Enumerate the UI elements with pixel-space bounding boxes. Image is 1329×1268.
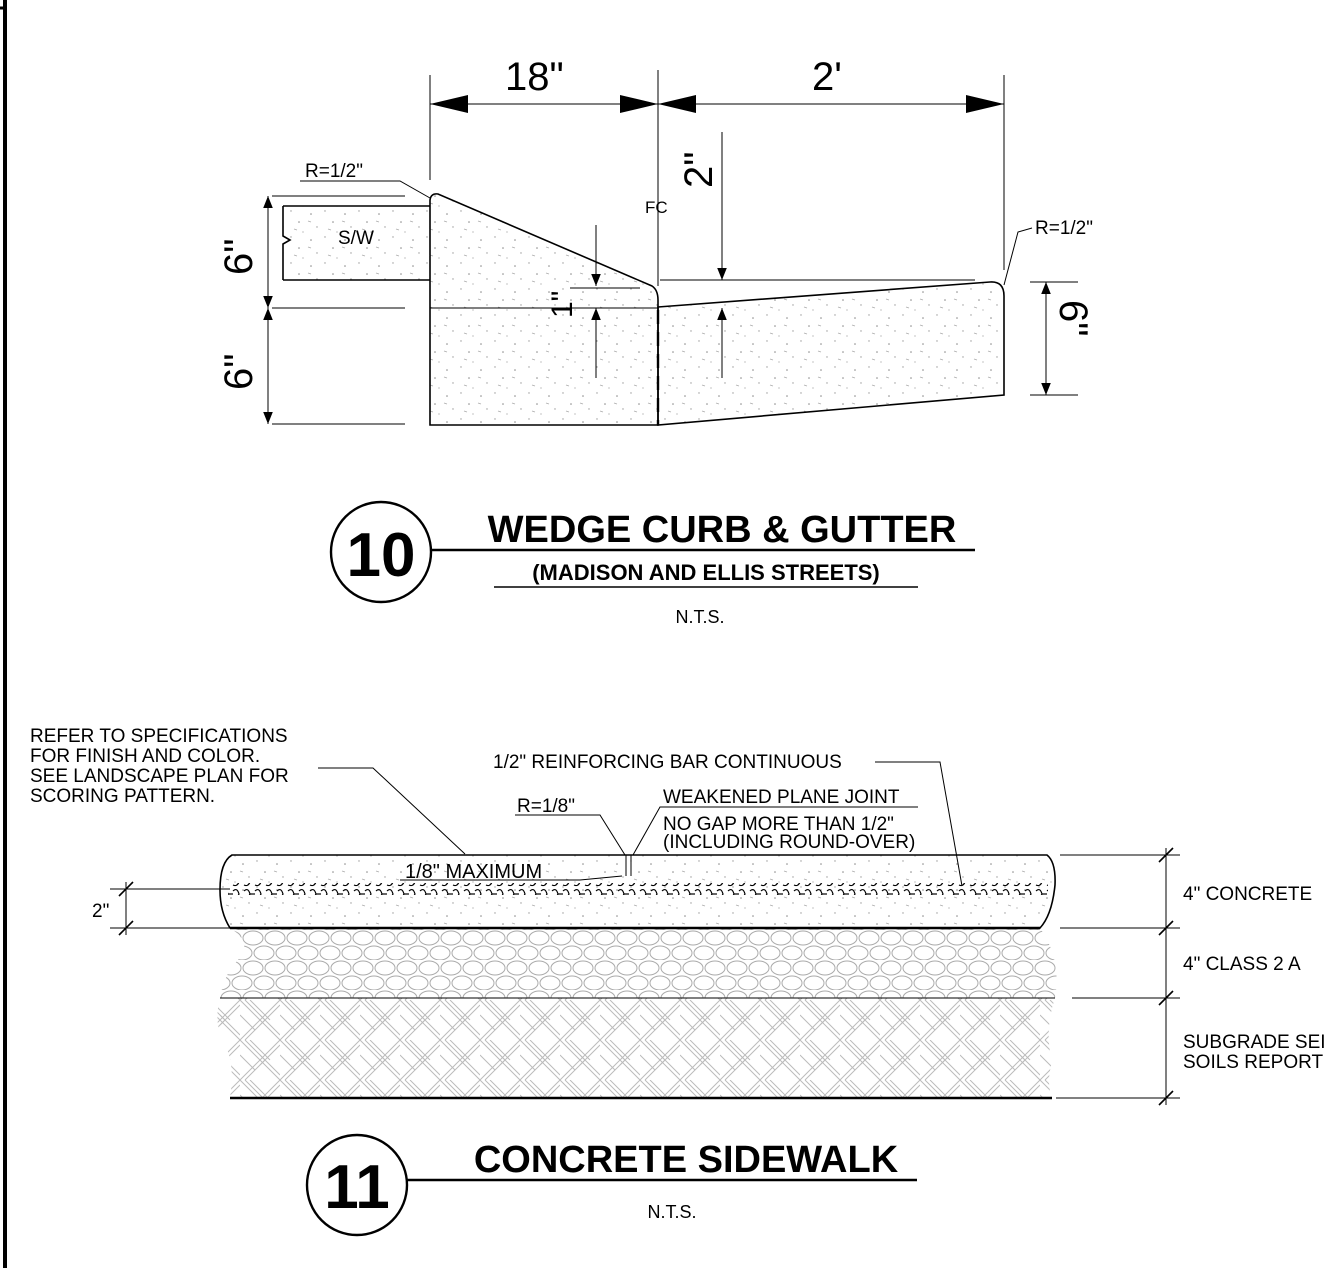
dim-1in: 1" — [546, 291, 579, 318]
fc-label: FC — [645, 198, 668, 217]
radius-right-label: R=1/2" — [1035, 218, 1093, 239]
dim-6in-right: 6" — [1051, 300, 1095, 336]
finish-note-line-4: SCORING PATTERN. — [30, 786, 215, 807]
dim-2in-slab: 2" — [92, 901, 109, 922]
gutter-section — [657, 281, 1005, 426]
detail-10-drawing — [263, 70, 1078, 426]
detail-10-scale: N.T.S. — [675, 607, 724, 627]
radius-note: R=1/8" — [517, 796, 575, 817]
rebar-note: 1/2" REINFORCING BAR CONTINUOUS — [493, 752, 842, 773]
dim-2in: 2" — [677, 152, 721, 188]
dim-2ft: 2' — [812, 55, 842, 99]
dim-6in-upper: 6" — [217, 239, 261, 275]
detail-10-number: 10 — [347, 521, 416, 590]
layer-subgrade-label-2: SOILS REPORT — [1183, 1052, 1323, 1073]
finish-note-line-1: REFER TO SPECIFICATIONS — [30, 726, 288, 747]
detail-10-subtitle: (MADISON AND ELLIS STREETS) — [532, 560, 880, 585]
dim-18in: 18" — [505, 55, 564, 99]
joint-note-line-3: (INCLUDING ROUND-OVER) — [663, 832, 915, 853]
rebar-row — [228, 883, 1048, 895]
detail-11-bubble — [305, 1133, 409, 1237]
joint-note-line-1: WEAKENED PLANE JOINT — [663, 787, 900, 808]
detail-11-drawing — [110, 761, 1180, 1106]
layer-concrete-label: 4" CONCRETE — [1183, 884, 1312, 905]
subgrade-layer — [217, 998, 1055, 1098]
joint-note-line-2: NO GAP MORE THAN 1/2" — [663, 814, 894, 835]
detail-11-scale: N.T.S. — [647, 1202, 696, 1222]
finish-note-line-3: SEE LANDSCAPE PLAN FOR — [30, 766, 289, 787]
dim-6in-lower: 6" — [217, 354, 261, 390]
max-note: 1/8" MAXIMUM — [405, 861, 542, 883]
radius-left-label: R=1/2" — [305, 161, 363, 182]
layer-subgrade-label-1: SUBGRADE SEI — [1183, 1032, 1326, 1053]
curb-section — [429, 193, 659, 426]
finish-note-line-2: FOR FINISH AND COLOR. — [30, 746, 260, 767]
detail-10-title: WEDGE CURB & GUTTER — [488, 509, 957, 551]
detail-11-title: CONCRETE SIDEWALK — [474, 1139, 899, 1181]
layer-aggregate-label: 4" CLASS 2 A — [1183, 954, 1301, 975]
sw-label: S/W — [338, 228, 374, 249]
break-line — [282, 206, 292, 280]
aggregate-base-layer — [220, 928, 1057, 998]
detail-11-number: 11 — [324, 1153, 390, 1222]
detail-10-bubble — [329, 500, 433, 604]
